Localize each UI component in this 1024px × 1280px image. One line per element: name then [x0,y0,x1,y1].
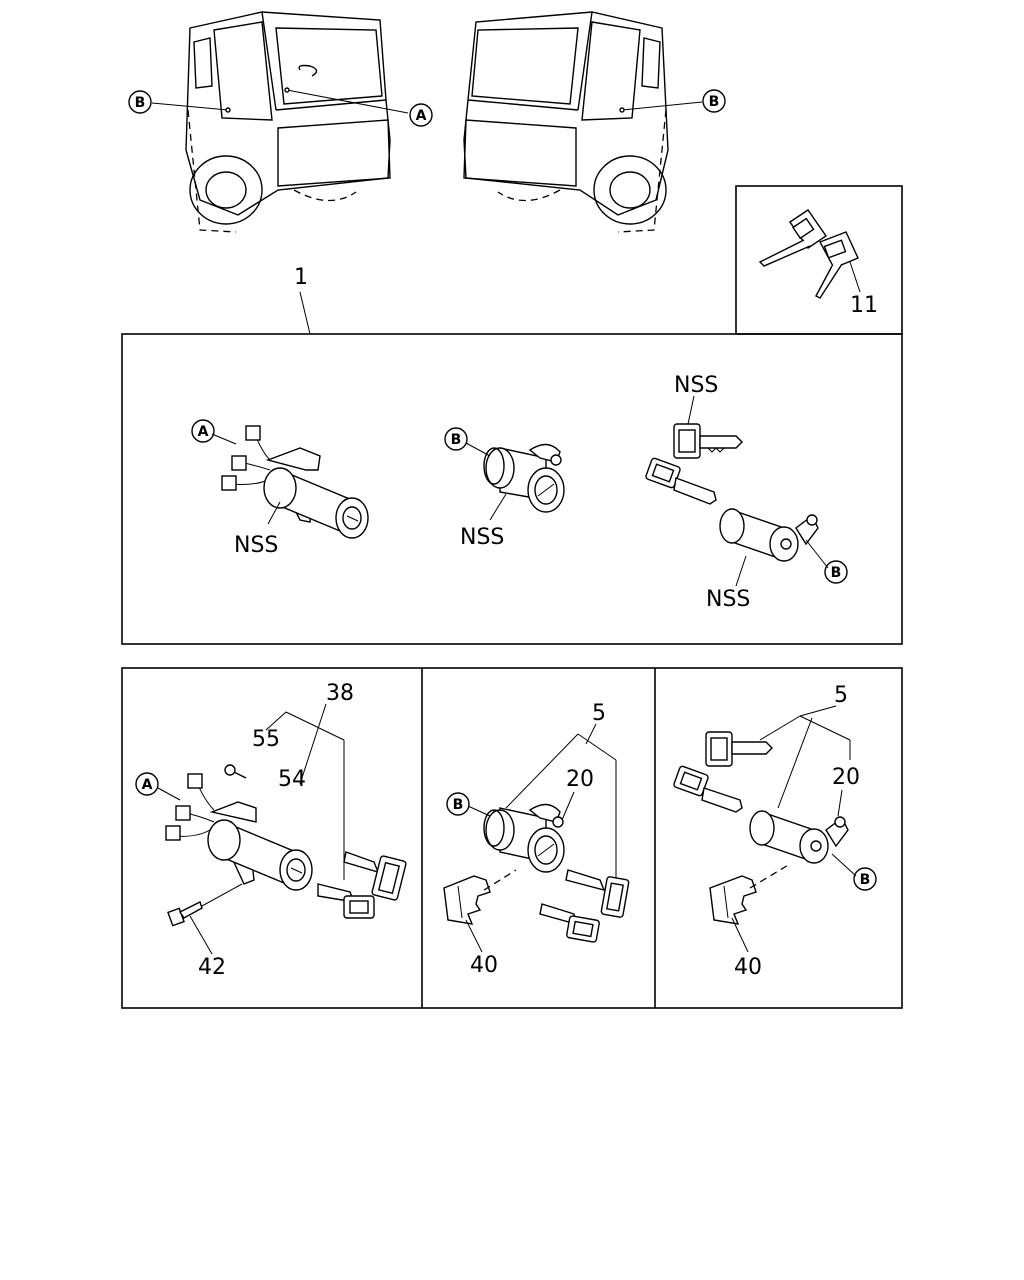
nss-ignition-switch [221,425,369,539]
callout-b-nss-door: B [444,427,468,451]
label-11: 11 [850,293,878,318]
svg-text:B: B [135,95,146,111]
ignition-set-bracket [265,703,345,880]
leader-nss-keys [687,395,695,425]
ignition-keys [317,851,407,919]
leader-42 [189,915,213,955]
callout-b-cab-right: B [702,89,726,113]
leader-b-door-left [467,805,491,817]
bolt-42 [167,901,203,927]
leader-40-right [731,917,749,953]
callout-a-ignition-set: A [135,772,159,796]
leader-nss-door [489,493,507,521]
leader-40-left [465,919,483,953]
label-nss-ignition: NSS [234,533,278,558]
svg-text:A: A [416,108,427,124]
label-38: 38 [326,681,354,706]
callout-b-door-set-right: B [853,867,877,891]
callout-b-door-set-left: B [446,792,470,816]
label-20-left: 20 [566,767,594,792]
cab-left-lock-leaders [151,87,409,114]
leader-a-ignition [211,433,237,445]
svg-text:A: A [142,777,153,793]
leader-b-key-cyl [805,539,829,569]
svg-text:B: B [453,797,464,813]
label-1: 1 [294,265,308,290]
nss-key-cylinder [719,508,819,562]
nss-door-cylinder [483,443,565,513]
door-set-bracket-left [505,723,617,884]
svg-text:B: B [709,94,720,110]
leader-nss-cyl [735,555,747,587]
svg-text:A: A [198,424,209,440]
ignition-cylinder-54 [165,773,313,891]
retainer-clip-left [443,869,517,925]
label-nss-keys: NSS [674,373,718,398]
leader-1 [299,291,311,335]
leader-b-door-right [831,853,857,877]
callout-b-nss-key-cyl: B [824,560,848,584]
label-5-left: 5 [592,701,606,726]
door-cylinder-right [749,810,849,864]
door-set-bracket-right [759,705,851,809]
label-55: 55 [252,727,280,752]
nss-key-pair [645,423,743,505]
label-42: 42 [198,955,226,980]
svg-text:B: B [831,565,842,581]
leader-20-left [561,791,575,821]
label-20-right: 20 [832,765,860,790]
label-nss-cyl: NSS [706,587,750,612]
leader-a-38 [157,787,181,801]
nss-assembly-panel [121,333,903,645]
cab-right-lock-leader [619,101,703,113]
label-40-left: 40 [470,953,498,978]
callout-a-cab-left: A [409,103,433,127]
retainer-clip-right [709,863,791,925]
label-nss-door: NSS [460,525,504,550]
leader-b-door [465,442,491,457]
leader-nss-ignition [267,501,281,525]
cab-front-right-view [463,11,669,233]
cab-front-left-view [185,11,391,233]
label-5-right: 5 [834,683,848,708]
svg-text:B: B [451,432,462,448]
label-54: 54 [278,767,306,792]
callout-b-cab-left: B [128,90,152,114]
service-parts-panel [121,667,903,1009]
bolt-axis [201,883,243,907]
door-cylinder-left [483,803,565,873]
callout-a-nss-ignition: A [191,419,215,443]
door-keys-right [673,731,773,813]
label-40-right: 40 [734,955,762,980]
screw-55 [224,764,247,779]
leader-20-right [837,789,843,817]
key-blanks-pair [758,209,861,299]
door-keys-left [539,869,630,943]
svg-text:B: B [860,872,871,888]
